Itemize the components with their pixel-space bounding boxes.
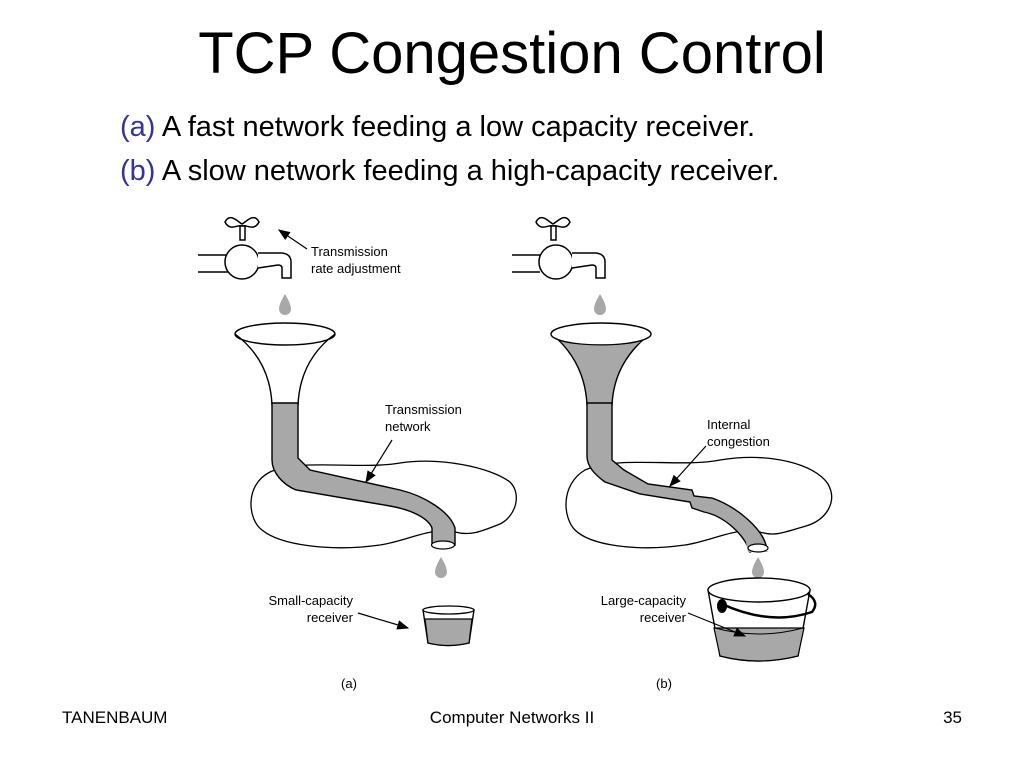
large-receiver-label-line1: Large-capacity	[601, 593, 687, 608]
subtitle-a-text: A fast network feeding a low capacity re…	[161, 111, 756, 143]
small-receiver-label-line1: Small-capacity	[268, 593, 353, 608]
small-receiver-cup	[422, 605, 475, 647]
drop-icon-a2	[435, 557, 447, 578]
faucet-icon-a	[198, 216, 292, 280]
drop-icon-b	[594, 294, 606, 315]
drop-icon-b2	[752, 557, 764, 578]
diagram-a: Transmission rate adjustment Transmissio…	[198, 216, 517, 691]
footer-page-number: 35	[943, 708, 962, 727]
subtitle-a-label: (a)	[120, 111, 156, 143]
network-label-line1: Transmission	[385, 402, 462, 417]
funnel-b	[550, 322, 653, 406]
congestion-label-line2: congestion	[707, 434, 770, 449]
slide-title: TCP Congestion Control	[198, 21, 826, 86]
transmission-pipe-a	[271, 402, 456, 546]
large-receiver-label-line2: receiver	[640, 610, 687, 625]
funnel-a	[234, 322, 336, 406]
small-receiver-label-line2: receiver	[307, 610, 354, 625]
subtitle-b-text: A slow network feeding a high-capacity r…	[161, 155, 780, 187]
network-label-line2: network	[385, 419, 431, 434]
diagram-b: Internal congestion Large-capacity recei…	[512, 216, 833, 691]
transmission-pipe-b	[586, 402, 767, 553]
congestion-label-line1: Internal	[707, 417, 750, 432]
subtitle-a: (a) A fast network feeding a low capacit…	[120, 109, 755, 145]
caption-a: (a)	[341, 676, 357, 691]
subtitle-b: (b) A slow network feeding a high-capaci…	[120, 153, 779, 189]
caption-b: (b)	[656, 676, 672, 691]
tap-label-line1: Transmission	[311, 244, 388, 259]
drop-icon-a	[279, 294, 291, 315]
large-receiver-bucket	[707, 577, 817, 662]
faucet-icon-b	[512, 216, 606, 280]
footer-author: TANENBAUM	[62, 708, 168, 727]
footer-course: Computer Networks II	[429, 708, 595, 727]
subtitle-b-label: (b)	[120, 155, 156, 187]
tap-label-line2: rate adjustment	[311, 261, 401, 276]
